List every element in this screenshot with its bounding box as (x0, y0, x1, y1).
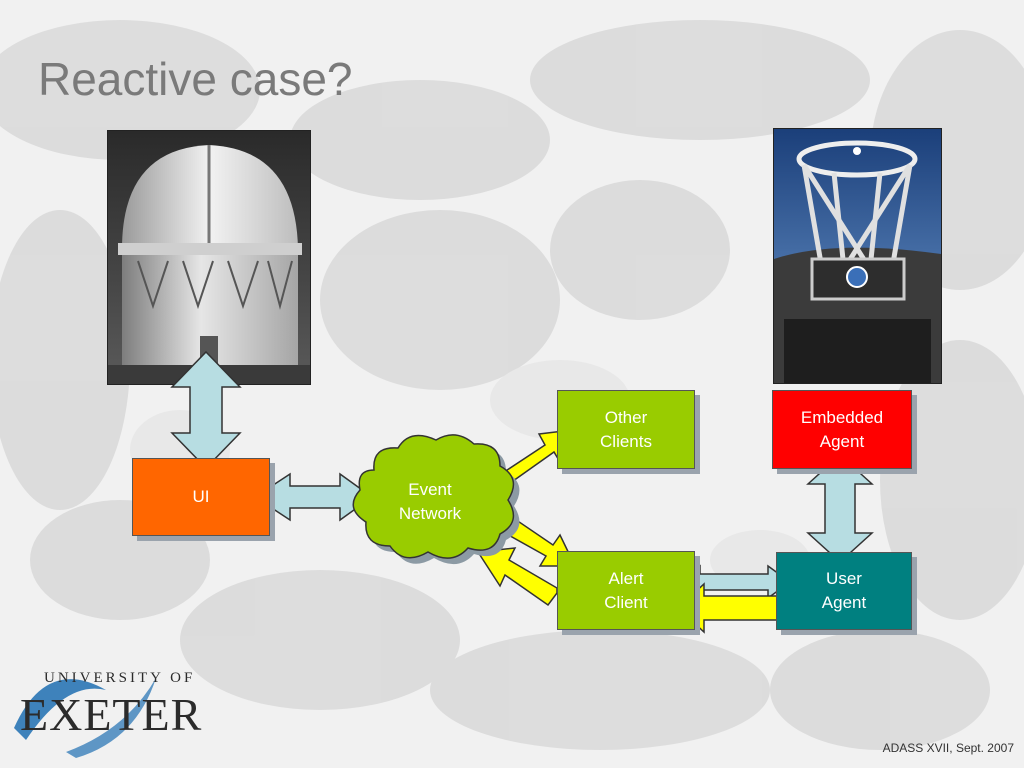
observatory-dome-photo (107, 130, 311, 385)
logo-line2: EXETER (20, 689, 202, 740)
ui-label: UI (192, 487, 210, 506)
university-of-exeter-logo: UNIVERSITY OF EXETER (14, 670, 202, 758)
arrow-embedded-user (806, 453, 874, 564)
alert-client-node: Alert Client (557, 551, 695, 630)
other-clients-node: Other Clients (557, 390, 695, 469)
alert-client-label: Alert Client (604, 568, 648, 612)
other-clients-label: Other Clients (600, 407, 652, 451)
event-network-label: Event Network (398, 480, 462, 523)
ui-node: UI (132, 458, 270, 536)
footer-text: ADASS XVII, Sept. 2007 (882, 741, 1014, 755)
event-network-cloud (352, 434, 515, 559)
slide-title: Reactive case? (38, 53, 353, 105)
embedded-agent-node: Embedded Agent (772, 390, 912, 469)
embedded-agent-label: Embedded Agent (800, 407, 884, 451)
arrow-dome-ui (170, 350, 242, 470)
logo-line1: UNIVERSITY OF (44, 670, 195, 686)
user-agent-node: User Agent (776, 552, 912, 630)
telescope-photo (773, 128, 942, 384)
user-agent-label: User Agent (821, 569, 867, 612)
